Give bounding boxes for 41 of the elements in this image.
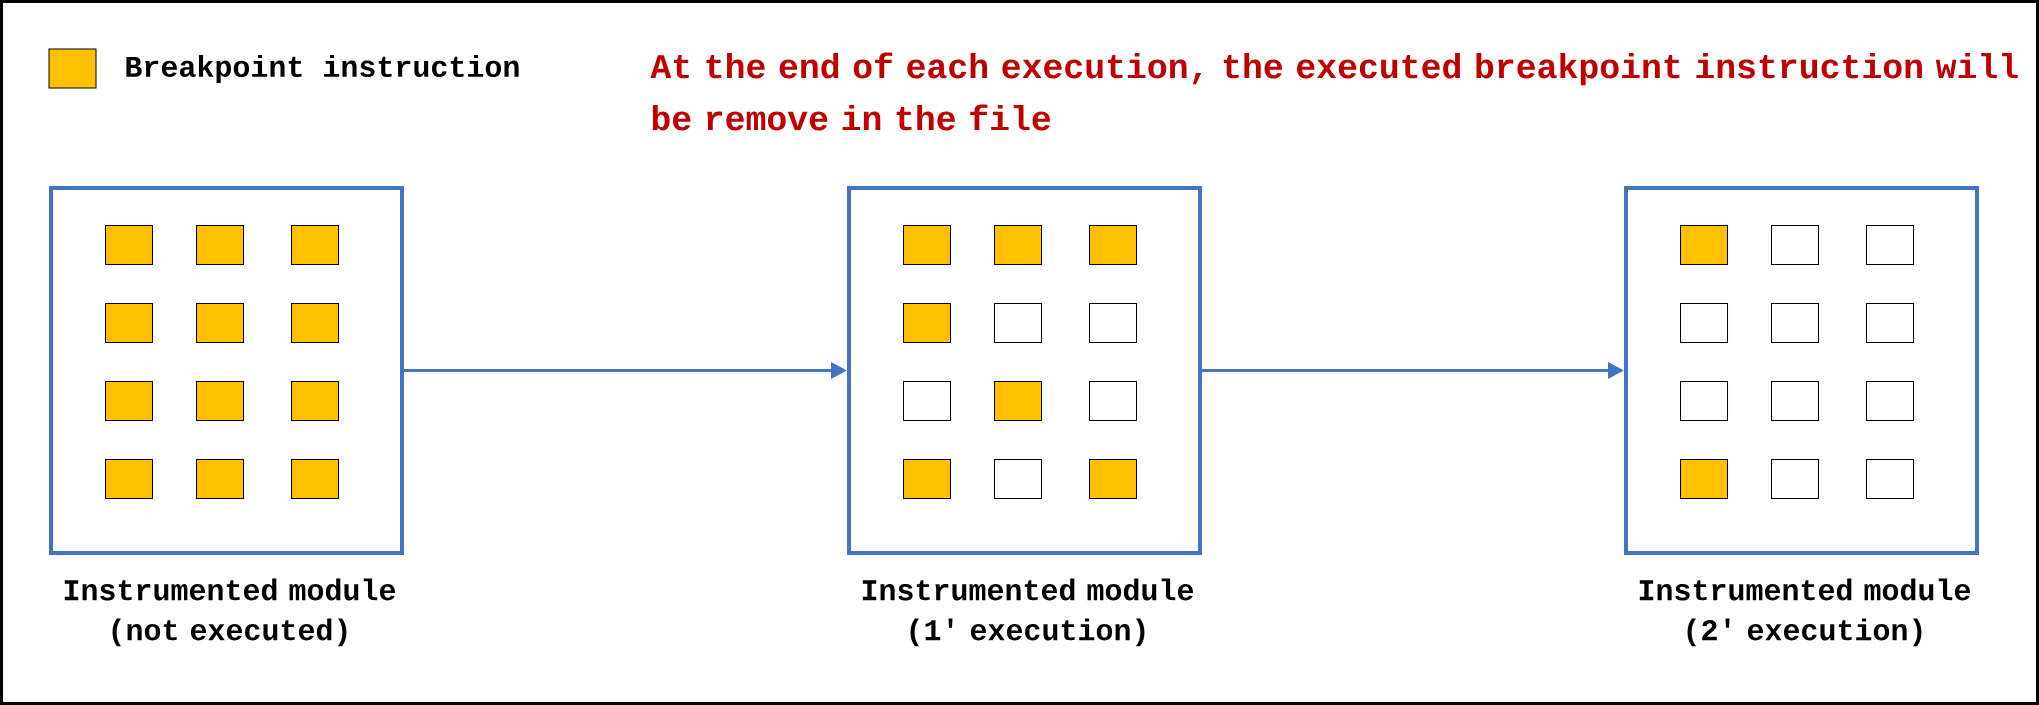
instruction-square — [903, 459, 951, 499]
instruction-square — [1680, 459, 1728, 499]
module-caption: Instrumented module (not executed) — [64, 578, 395, 647]
instruction-square — [994, 459, 1042, 499]
instruction-square — [105, 459, 153, 499]
instruction-square — [994, 225, 1042, 265]
instruction-square — [994, 381, 1042, 421]
instruction-square — [1680, 225, 1728, 265]
instruction-square — [1089, 381, 1137, 421]
instruction-square — [1089, 225, 1137, 265]
instruction-square — [196, 381, 244, 421]
instruction-square — [291, 381, 339, 421]
instruction-square — [105, 381, 153, 421]
instruction-square — [903, 381, 951, 421]
module-caption: Instrumented module (1' execution) — [862, 578, 1193, 647]
instruction-square — [1866, 303, 1914, 343]
instruction-square — [1866, 381, 1914, 421]
instruction-square — [1089, 303, 1137, 343]
instruction-square — [1771, 225, 1819, 265]
note-text: At the end of each execution, the executed breakpoint instruction will be remove in the file — [650, 52, 2018, 131]
module-caption: Instrumented module (2' execution) — [1639, 578, 1970, 647]
legend-text: Breakpoint instruction — [126, 55, 519, 83]
instruction-square — [994, 303, 1042, 343]
instruction-square — [1866, 225, 1914, 265]
instruction-square — [1771, 381, 1819, 421]
instruction-square — [196, 459, 244, 499]
instruction-square — [1680, 381, 1728, 421]
instruction-square — [1680, 303, 1728, 343]
instruction-square — [1771, 459, 1819, 499]
instruction-square — [105, 303, 153, 343]
instruction-square — [903, 225, 951, 265]
instruction-square — [903, 303, 951, 343]
instruction-square — [105, 225, 153, 265]
instruction-square — [1089, 459, 1137, 499]
instruction-square — [291, 225, 339, 265]
instruction-square — [196, 225, 244, 265]
instruction-square — [1866, 459, 1914, 499]
instruction-square — [291, 459, 339, 499]
instruction-square — [1771, 303, 1819, 343]
instruction-square — [196, 303, 244, 343]
instruction-square — [291, 303, 339, 343]
